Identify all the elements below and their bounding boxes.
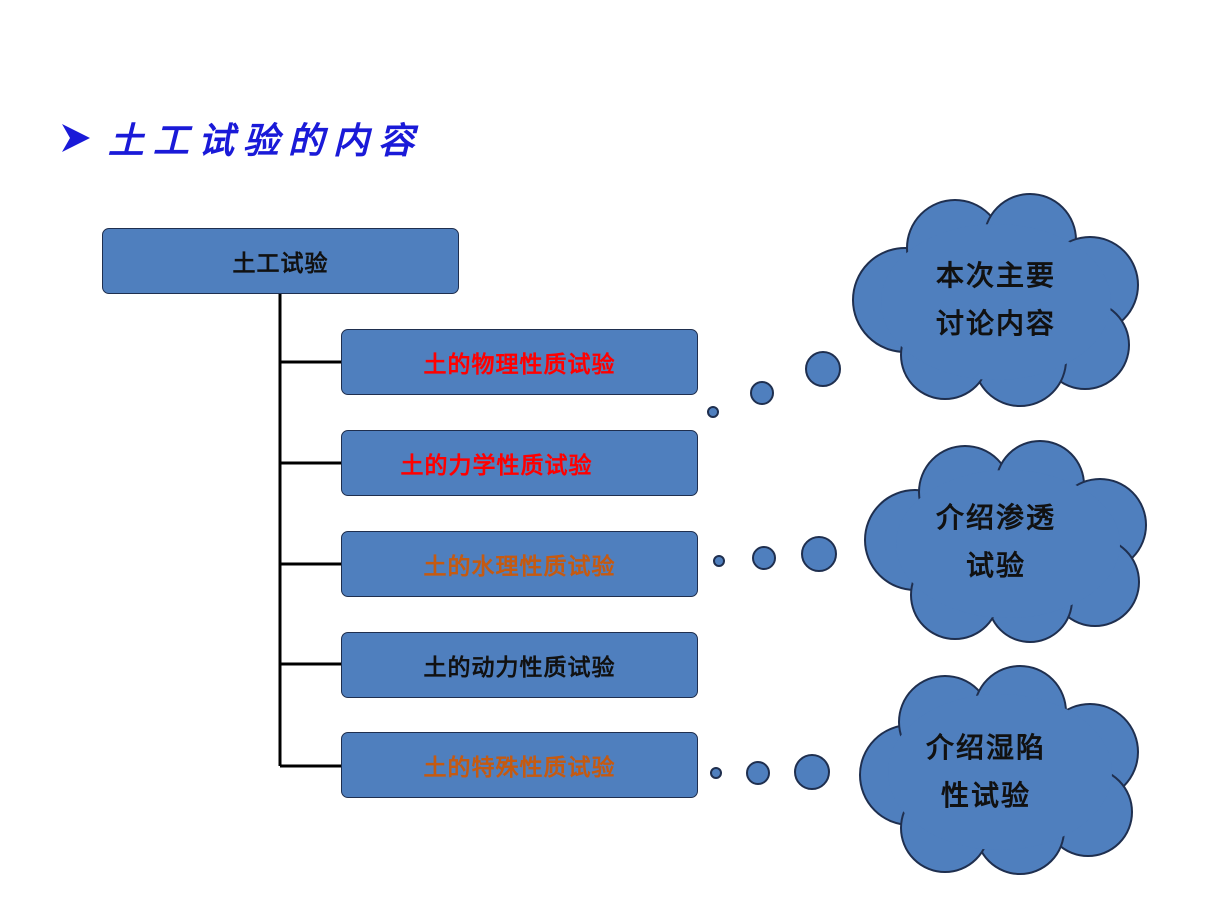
thought-bubbles-3 — [710, 754, 830, 790]
cloud-1-line-2: 讨论内容 — [935, 307, 1056, 340]
child-node-dynamic: 土的动力性质试验 — [341, 632, 698, 698]
tree-connectors — [278, 294, 342, 768]
cloud-2-text: 介绍渗透 试验 — [896, 494, 1096, 590]
cloud-1-text: 本次主要 讨论内容 — [896, 252, 1096, 348]
cloud-2-line-2: 试验 — [965, 549, 1026, 582]
cloud-3-line-2: 性试验 — [940, 779, 1031, 812]
cloud-2-line-1: 介绍渗透 — [935, 501, 1056, 534]
child-node-physical: 土的物理性质试验 — [341, 329, 698, 395]
child-node-label: 土的动力性质试验 — [423, 655, 616, 681]
child-node-label: 土的特殊性质试验 — [423, 755, 616, 781]
thought-bubbles-2 — [713, 536, 837, 572]
thought-cloud-1 — [852, 193, 1139, 407]
arrow-bullet-icon — [62, 124, 90, 152]
thought-cloud-2 — [864, 440, 1147, 643]
child-node-label: 土的物理性质试验 — [423, 352, 616, 378]
slide-title: 土工试验的内容 — [58, 108, 423, 168]
child-node-hydraulic: 土的水理性质试验 — [341, 531, 698, 597]
child-node-label: 土的水理性质试验 — [423, 554, 616, 580]
cloud-3-text: 介绍湿陷 性试验 — [886, 724, 1086, 820]
thought-cloud-3 — [859, 665, 1139, 875]
cloud-3-line-1: 介绍湿陷 — [925, 731, 1046, 764]
thought-bubbles-1 — [707, 351, 841, 418]
root-node-box: 土工试验 — [102, 228, 459, 294]
child-node-label: 土的力学性质试验 — [400, 453, 593, 479]
root-node-label: 土工试验 — [232, 251, 329, 277]
child-node-special: 土的特殊性质试验 — [341, 732, 698, 798]
cloud-1-line-1: 本次主要 — [935, 259, 1056, 292]
slide-title-text: 土工试验的内容 — [108, 120, 424, 162]
child-node-mechanical: 土的力学性质试验 — [341, 430, 698, 496]
